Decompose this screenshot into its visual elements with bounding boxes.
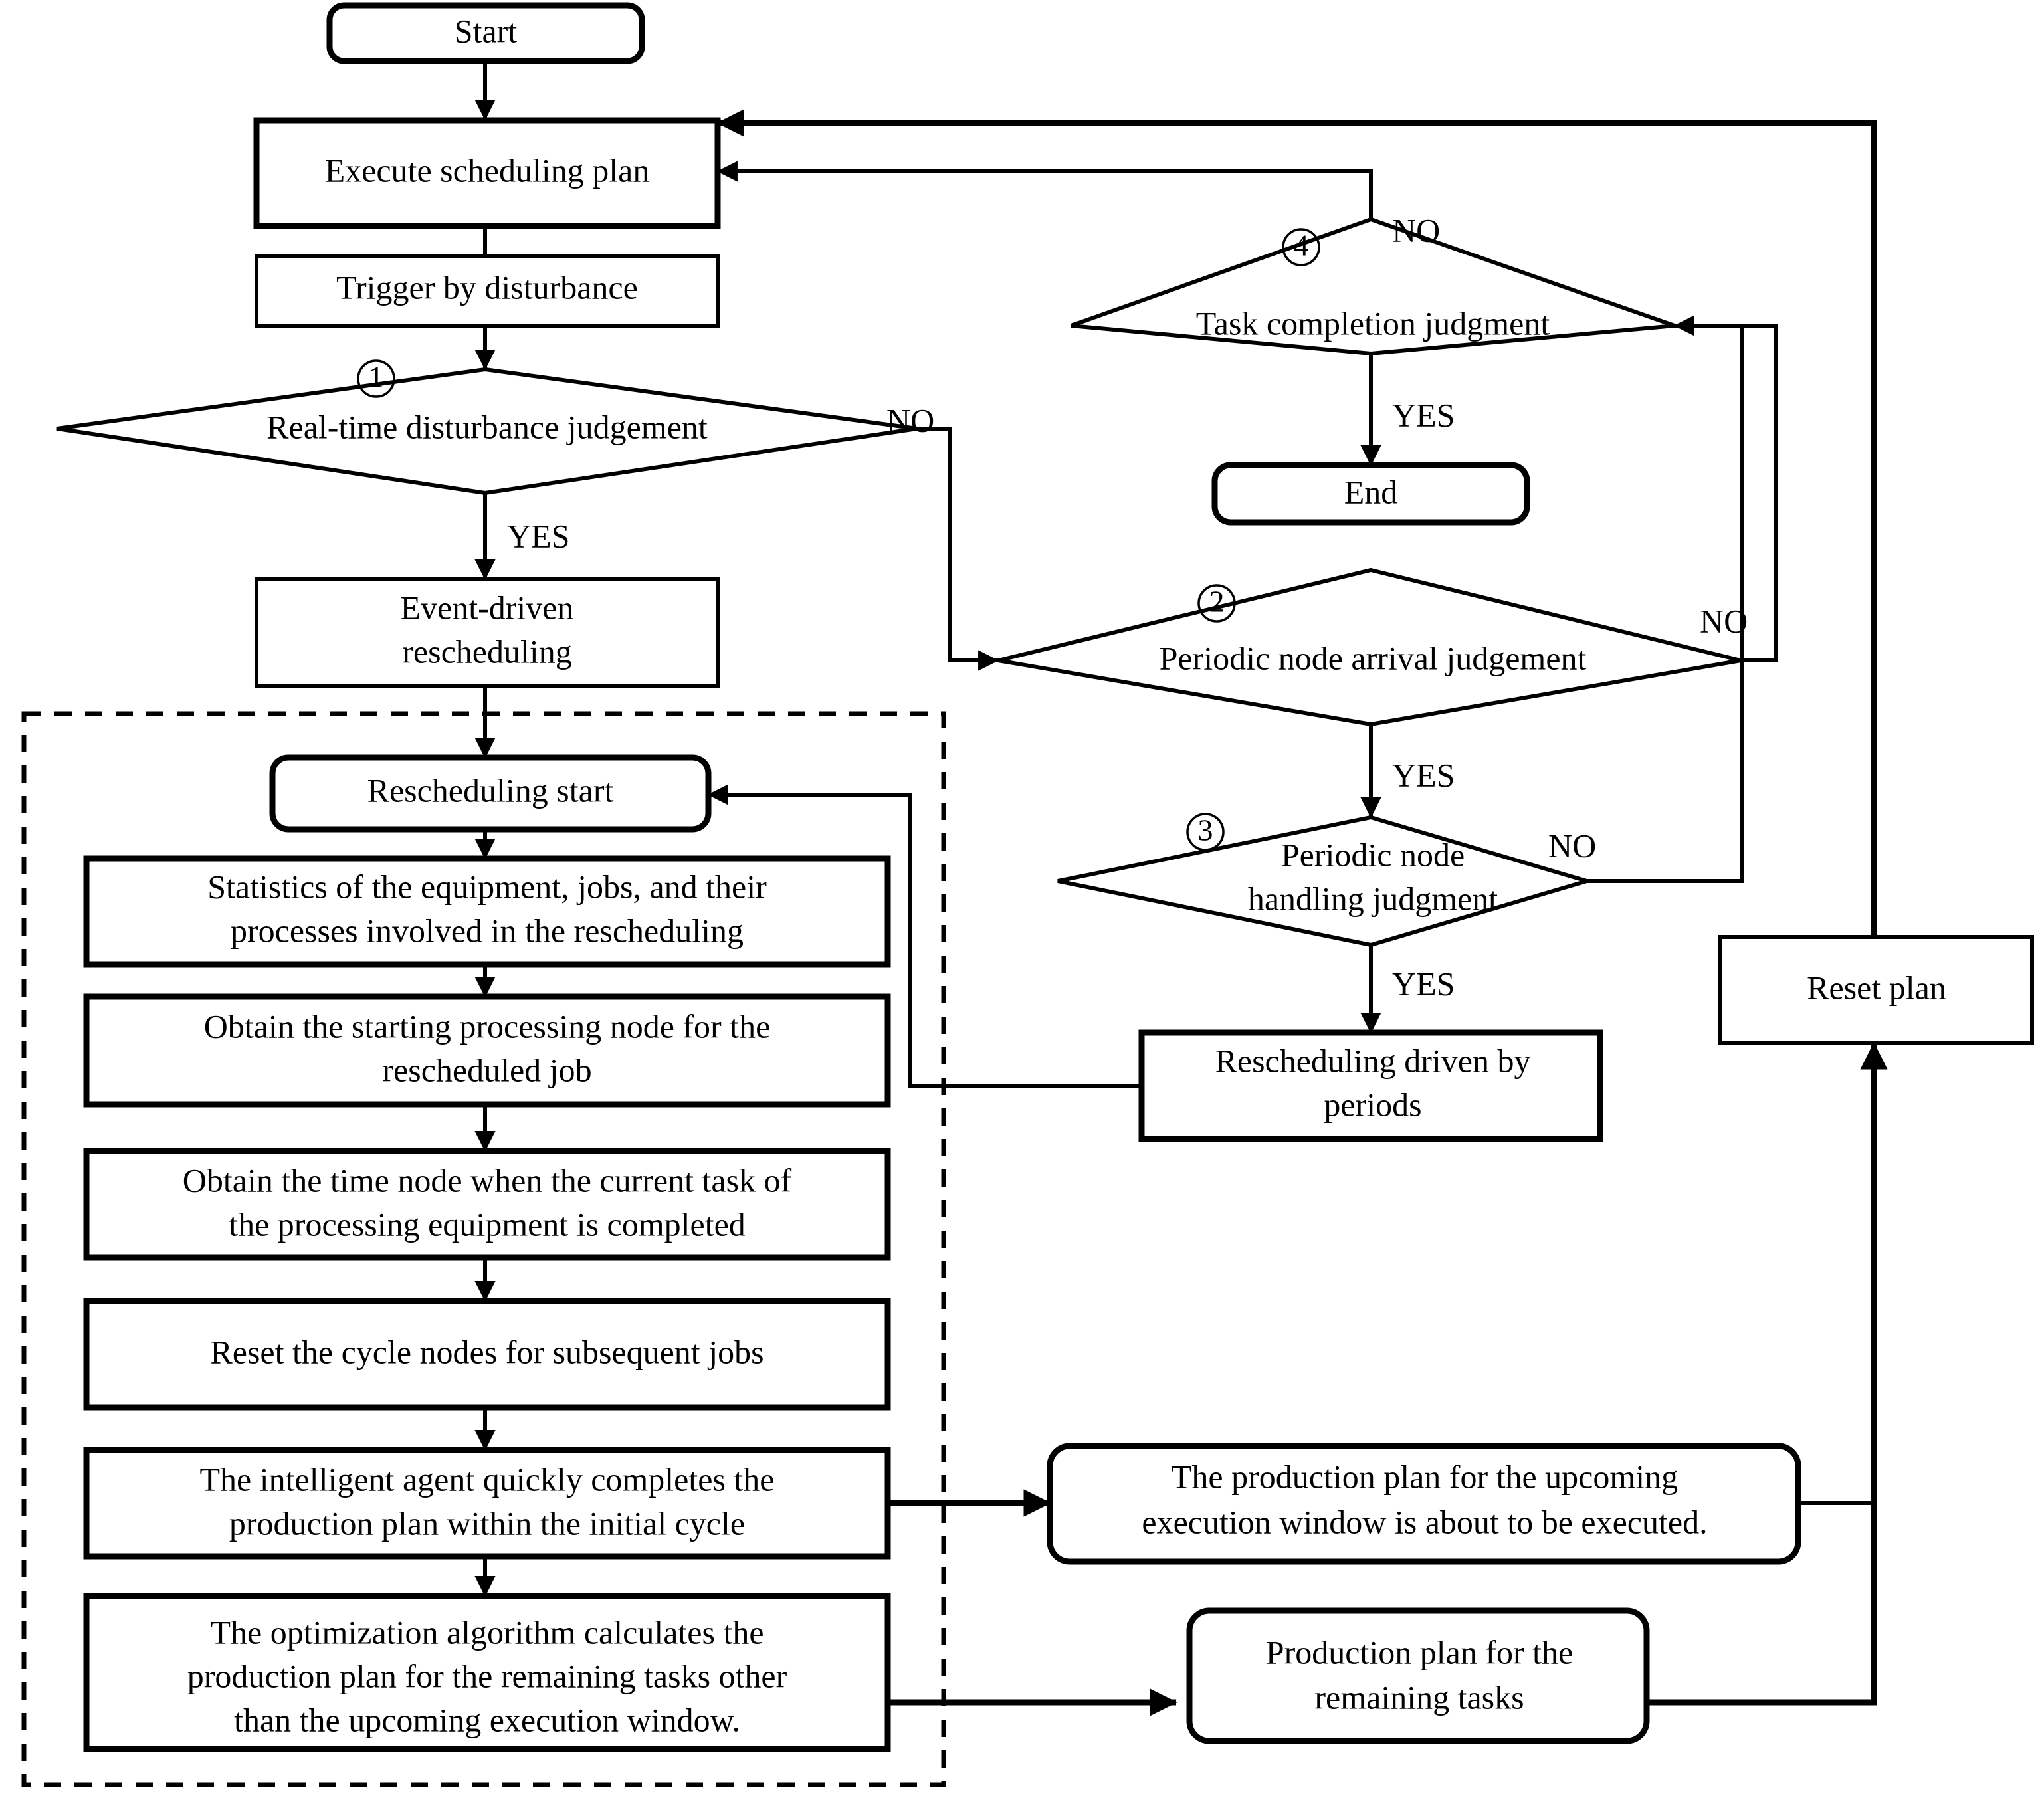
node-reset-plan: Reset plan (1718, 935, 2034, 1045)
node-trigger-by-disturbance: Trigger by disturbance (255, 254, 720, 328)
edge-label-disturbance-yes: YES (507, 517, 569, 554)
node-startingnode-line2: rescheduled job (382, 1051, 591, 1088)
node-intelligent-agent-plan: The intelligent agent quickly completes … (83, 1447, 891, 1560)
node-disturbance-label: Real-time disturbance judgement (266, 408, 708, 445)
node-agentplan-line2: production plan within the initial cycle (229, 1504, 745, 1542)
node-rescheduling-driven-by-periods: Rescheduling driven by periods (1138, 1029, 1603, 1142)
node-optimization-line1: The optimization algorithm calculates th… (210, 1613, 764, 1651)
edge-label-periodichandling-no: NO (1548, 827, 1596, 864)
node-reset-cycle-nodes: Reset the cycle nodes for subsequent job… (83, 1298, 891, 1411)
edge-remainingtasks-to-resetplan (1647, 1042, 1888, 1706)
node-obtain-time-node: Obtain the time node when the current ta… (83, 1148, 891, 1261)
node-obtain-starting-node: Obtain the starting processing node for … (83, 993, 891, 1108)
edge-resetplan-to-execute (716, 109, 1877, 937)
edge-label-taskcompletion-no: NO (1392, 211, 1440, 249)
node-upcomingwindow-line2: execution window is about to be executed… (1142, 1503, 1707, 1540)
node-periodic-node-arrival-judgement: Periodic node arrival judgement (997, 567, 1742, 727)
node-periods-line1: Rescheduling driven by (1215, 1042, 1531, 1079)
node-upcoming-execution-window: The production plan for the upcoming exe… (1047, 1443, 1801, 1565)
edge-periods-to-reschedstart (707, 784, 1142, 1088)
node-trigger-label: Trigger by disturbance (336, 268, 638, 306)
node-agentplan-line1: The intelligent agent quickly completes … (199, 1461, 774, 1498)
edge-label-periodichandling-yes: YES (1392, 965, 1455, 1002)
node-taskcompletion-label: Task completion judgment (1196, 304, 1550, 342)
node-optimization-algorithm: The optimization algorithm calculates th… (83, 1593, 891, 1752)
edge-taskcompletion-no-to-execute (716, 161, 1373, 219)
marker-two-label: 2 (1209, 585, 1225, 619)
edge-periodicarrival-no-to-taskcompletion (1673, 315, 1778, 662)
node-eventdriven-line1: Event-driven (400, 589, 573, 626)
marker-four-icon: 4 (1282, 228, 1320, 266)
node-timenode-line2: the processing equipment is completed (229, 1205, 746, 1243)
node-upcomingwindow-line1: The production plan for the upcoming (1172, 1458, 1678, 1495)
edge-label-periodicarrival-no: NO (1700, 602, 1748, 639)
node-resetcycle-label: Reset the cycle nodes for subsequent job… (210, 1333, 764, 1370)
node-remainingtasks-line1: Production plan for the (1266, 1633, 1573, 1670)
node-statistics: Statistics of the equipment, jobs, and t… (83, 855, 891, 968)
node-periodic-node-handling-judgment: Periodic node handling judgment (1057, 815, 1594, 948)
marker-four-label: 4 (1294, 229, 1309, 262)
node-timenode-line1: Obtain the time node when the current ta… (183, 1162, 792, 1199)
node-start-label: Start (455, 12, 518, 49)
node-reschedstart-label: Rescheduling start (367, 771, 614, 809)
node-realtime-disturbance-judgement: Real-time disturbance judgement (56, 367, 918, 496)
node-end-label: End (1344, 473, 1398, 510)
node-periodicarrival-label: Periodic node arrival judgement (1160, 639, 1587, 676)
node-end: End (1211, 462, 1530, 526)
node-eventdriven-line2: rescheduling (402, 633, 571, 670)
edge-periodichandling-no-to-taskcompletion (1587, 326, 1744, 883)
marker-one-label: 1 (369, 360, 384, 394)
node-production-plan-remaining-tasks: Production plan for the remaining tasks (1186, 1607, 1650, 1744)
node-execute-label: Execute scheduling plan (325, 152, 650, 189)
node-periodichandling-line1: Periodic node (1281, 836, 1465, 873)
node-event-driven-rescheduling: Event-driven rescheduling (255, 577, 720, 688)
node-startingnode-line1: Obtain the starting processing node for … (204, 1007, 771, 1045)
edge-label-taskcompletion-yes: YES (1392, 396, 1455, 433)
node-start: Start (326, 2, 645, 64)
node-statistics-line1: Statistics of the equipment, jobs, and t… (207, 868, 767, 905)
node-remainingtasks-line2: remaining tasks (1314, 1678, 1524, 1716)
node-periodichandling-line2: handling judgment (1248, 880, 1498, 917)
node-execute-scheduling-plan: Execute scheduling plan (253, 117, 721, 229)
edge-label-periodicarrival-yes: YES (1392, 756, 1455, 793)
node-rescheduling-start: Rescheduling start (269, 754, 712, 833)
node-optimization-line2: production plan for the remaining tasks … (187, 1657, 787, 1694)
edge-label-disturbance-no: NO (886, 401, 934, 439)
marker-three-icon: 3 (1186, 813, 1225, 851)
node-optimization-line3: than the upcoming execution window. (234, 1701, 740, 1738)
node-statistics-line2: processes involved in the rescheduling (231, 912, 744, 949)
node-task-completion-judgment: Task completion judgment (1070, 217, 1675, 356)
marker-one-icon: 1 (357, 359, 395, 398)
node-resetplan-label: Reset plan (1807, 969, 1946, 1006)
node-periods-line2: periods (1324, 1086, 1421, 1123)
marker-three-label: 3 (1198, 813, 1213, 847)
edge-disturbance-no-to-periodic-arrival (917, 427, 999, 671)
marker-two-icon: 2 (1197, 584, 1236, 623)
